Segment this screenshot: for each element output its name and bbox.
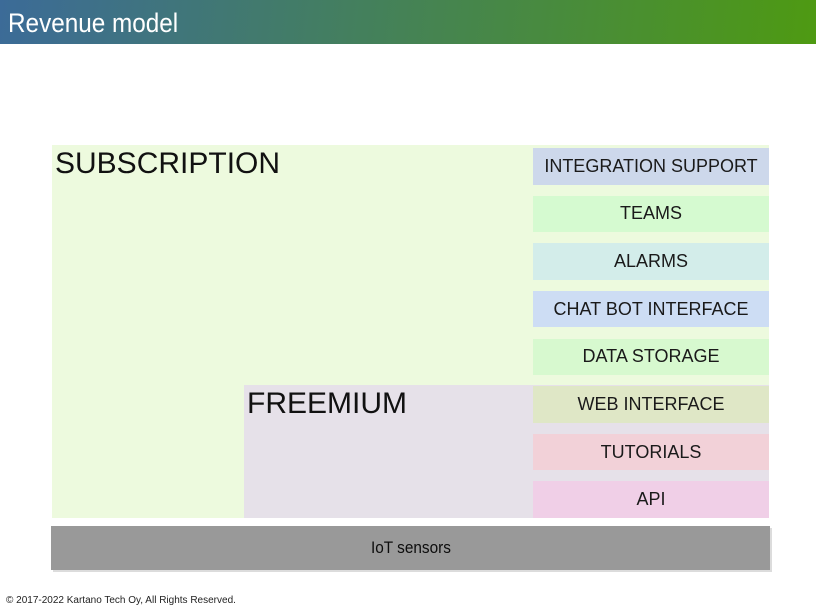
subscription-label: SUBSCRIPTION bbox=[55, 147, 281, 180]
feature-box-chat-bot-interface: CHAT BOT INTERFACE bbox=[533, 290, 769, 328]
feature-box-data-storage: DATA STORAGE bbox=[533, 338, 769, 376]
iot-sensors-label: IoT sensors bbox=[370, 538, 451, 557]
slide-title: Revenue model bbox=[8, 8, 179, 38]
feature-box-integration-support: INTEGRATION SUPPORT bbox=[533, 148, 769, 185]
feature-box-tutorials: TUTORIALS bbox=[533, 433, 769, 471]
iot-sensors-bar: IoT sensors bbox=[51, 526, 770, 570]
slide-header: Revenue model bbox=[0, 0, 816, 44]
copyright-text: © 2017-2022 Kartano Tech Oy, All Rights … bbox=[6, 595, 236, 606]
feature-list: INTEGRATION SUPPORT TEAMS ALARMS CHAT BOT I… bbox=[533, 148, 769, 518]
freemium-label: FREEMIUM bbox=[247, 387, 407, 420]
feature-box-api: API bbox=[533, 481, 769, 518]
feature-box-alarms: ALARMS bbox=[533, 243, 769, 280]
feature-box-web-interface: WEB INTERFACE bbox=[533, 386, 769, 423]
feature-box-teams: TEAMS bbox=[533, 195, 769, 233]
